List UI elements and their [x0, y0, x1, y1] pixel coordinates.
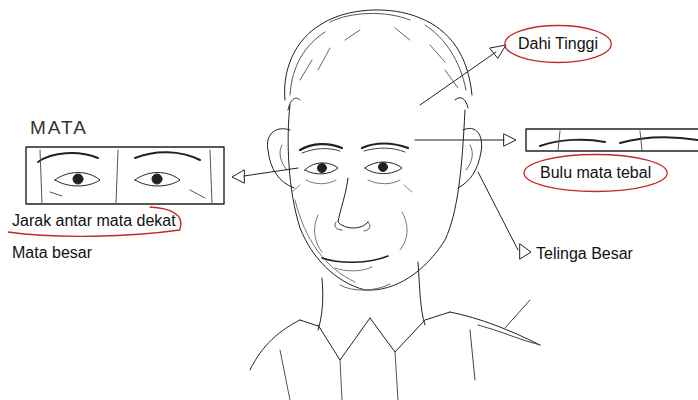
red-circle: [505, 26, 611, 63]
annotation: Jarak antar mata dekat: [12, 211, 176, 231]
annotation: Telinga Besar: [536, 244, 633, 264]
red-underline: [8, 207, 181, 236]
annotation: Mata besar: [12, 243, 92, 263]
red-circle: [524, 155, 667, 192]
annotation: Bulu mata tebal: [540, 163, 651, 183]
annotation: Dahi Tinggi: [518, 34, 598, 54]
heading: MATA: [30, 118, 88, 138]
